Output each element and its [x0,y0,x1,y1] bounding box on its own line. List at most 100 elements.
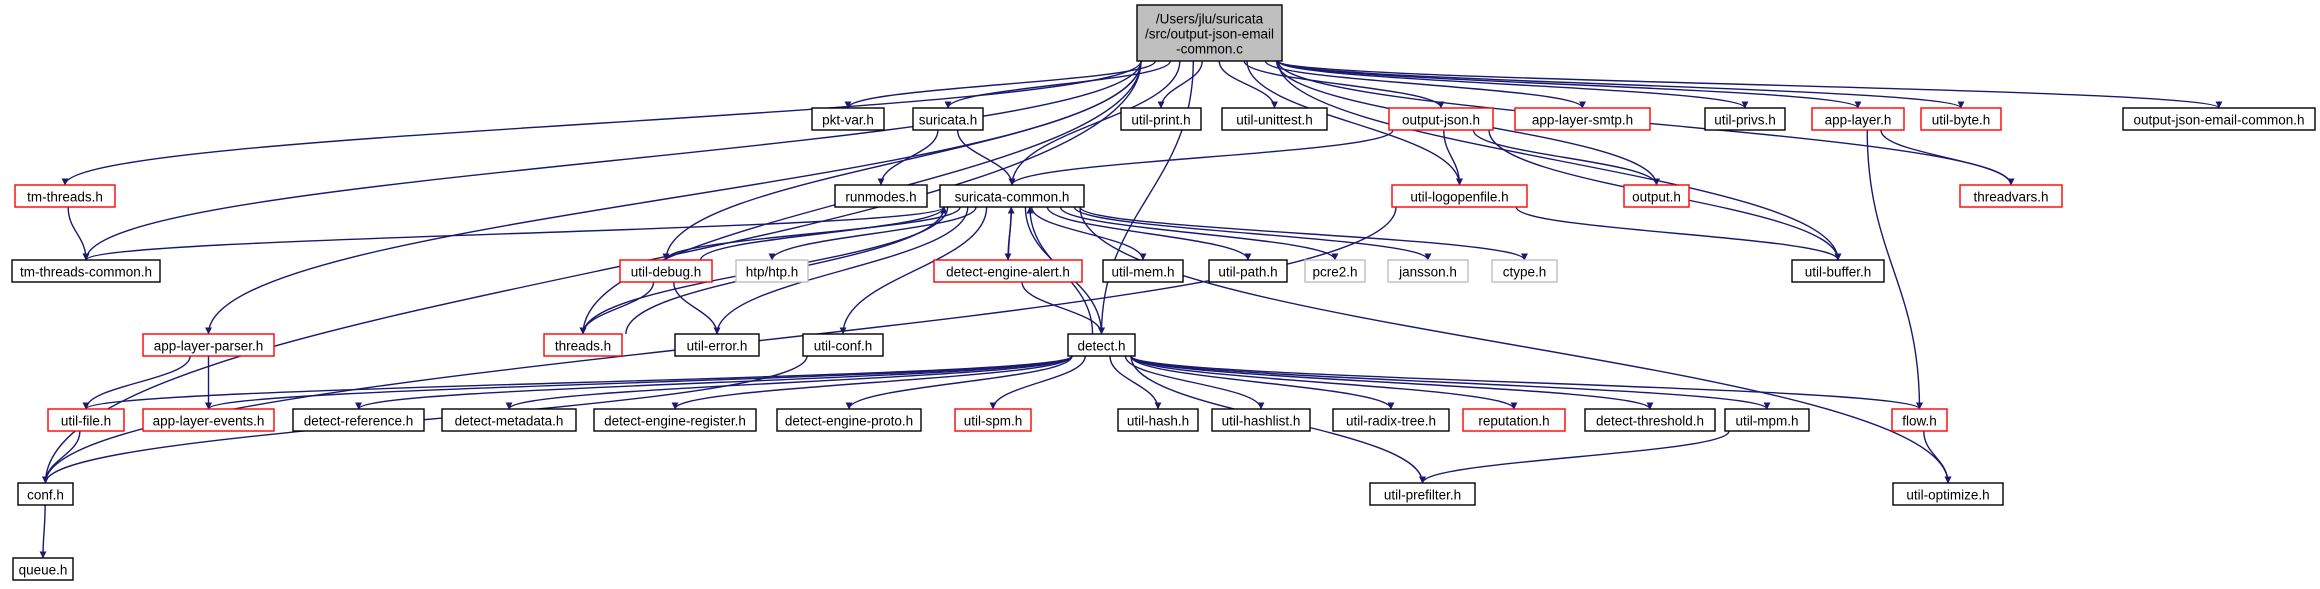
node-detect-engine-alert[interactable]: detect-engine-alert.h [933,259,1083,283]
node-box [912,107,984,131]
edge-root-to-output-json-email-common [1277,60,2223,109]
node-box [1704,107,1786,131]
node-label: util-print.h [1131,113,1190,128]
node-queue[interactable]: queue.h [12,557,74,581]
node-label: util-conf.h [814,339,873,354]
node-box [47,408,125,432]
node-util-mpm[interactable]: util-mpm.h [1724,408,1810,432]
node-app-layer-parser[interactable]: app-layer-parser.h [142,333,275,357]
edge-suricata-common-to-tm-threads-common [82,206,945,261]
node-threads[interactable]: threads.h [543,333,623,357]
node-runmodes[interactable]: runmodes.h [834,184,928,208]
edge-tm-threads-to-tm-threads-common [67,206,90,261]
node-jansson[interactable]: jansson.h [1387,259,1469,283]
node-box [939,184,1085,208]
node-util-file[interactable]: util-file.h [47,408,125,432]
node-box [11,259,161,283]
node-box [674,333,760,357]
node-label: util-logopenfile.h [1410,190,1508,205]
node-label: suricata-common.h [955,190,1070,205]
node-util-logopenfile[interactable]: util-logopenfile.h [1391,184,1528,208]
edge-root-to-util-byte [1277,60,1965,109]
node-util-byte[interactable]: util-byte.h [1920,107,2002,131]
node-box [1211,408,1311,432]
nodes-layer: /Users/jlu/suricata/src/output-json-emai… [11,4,2316,581]
node-util-mem[interactable]: util-mem.h [1102,259,1184,283]
node-box [1120,107,1202,131]
node-detect-metadata[interactable]: detect-metadata.h [441,408,577,432]
node-detect[interactable]: detect.h [1067,333,1136,357]
node-flow[interactable]: flow.h [1891,408,1948,432]
node-suricata[interactable]: suricata.h [912,107,984,131]
node-label: util-prefilter.h [1384,488,1461,503]
node-box [1892,482,2004,506]
node-util-buffer[interactable]: util-buffer.h [1791,259,1885,283]
node-box [1514,107,1651,131]
node-box [1067,333,1136,357]
node-util-radix-tree[interactable]: util-radix-tree.h [1332,408,1450,432]
node-tm-threads[interactable]: tm-threads.h [14,184,116,208]
node-ctype[interactable]: ctype.h [1491,259,1558,283]
node-box [1462,408,1566,432]
node-label: /Users/jlu/suricata [1156,12,1264,27]
node-label: pkt-var.h [822,113,874,128]
node-box [954,408,1032,432]
edge-app-layer-to-flow [1866,129,1923,410]
node-label: util-error.h [687,339,748,354]
edge-output-json-to-util-logopenfile [1443,129,1463,186]
node-threadvars[interactable]: threadvars.h [1959,184,2063,208]
node-util-conf[interactable]: util-conf.h [802,333,884,357]
node-util-error[interactable]: util-error.h [674,333,760,357]
node-detect-engine-proto[interactable]: detect-engine-proto.h [776,408,922,432]
node-box [1811,107,1905,131]
node-app-layer[interactable]: app-layer.h [1811,107,1905,131]
node-detect-engine-register[interactable]: detect-engine-register.h [593,408,757,432]
edge-root-to-detect [1098,60,1194,335]
node-box [1369,482,1476,506]
node-util-print[interactable]: util-print.h [1120,107,1202,131]
node-detect-threshold[interactable]: detect-threshold.h [1584,408,1716,432]
node-util-unittest[interactable]: util-unittest.h [1221,107,1328,131]
node-reputation[interactable]: reputation.h [1462,408,1566,432]
node-output-json-email-common[interactable]: output-json-email-common.h [2122,107,2316,131]
node-output[interactable]: output.h [1623,184,1690,208]
node-box [1623,184,1690,208]
node-detect-reference[interactable]: detect-reference.h [292,408,425,432]
node-label: util-privs.h [1714,113,1776,128]
node-util-hash[interactable]: util-hash.h [1117,408,1199,432]
edge-app-layer-parser-to-util-file [82,355,191,410]
node-util-hashlist[interactable]: util-hashlist.h [1211,408,1311,432]
node-util-spm[interactable]: util-spm.h [954,408,1032,432]
node-box [1304,259,1366,283]
node-label: util-optimize.h [1906,488,1989,503]
node-label: detect.h [1077,339,1125,354]
node-tm-threads-common[interactable]: tm-threads-common.h [11,259,161,283]
node-box [1332,408,1450,432]
node-label: output-json.h [1402,113,1480,128]
node-suricata-common[interactable]: suricata-common.h [939,184,1085,208]
node-label: util-spm.h [964,414,1023,429]
node-output-json[interactable]: output-json.h [1388,107,1494,131]
node-box [543,333,623,357]
node-app-layer-events[interactable]: app-layer-events.h [142,408,275,432]
node-label: app-layer.h [1825,113,1892,128]
node-pcre2[interactable]: pcre2.h [1304,259,1366,283]
node-util-privs[interactable]: util-privs.h [1704,107,1786,131]
node-htp[interactable]: htp/htp.h [735,259,809,283]
node-label: pcre2.h [1312,265,1357,280]
edge-detect-to-util-hashlist [1124,355,1265,410]
node-box [802,333,884,357]
node-box [1387,259,1469,283]
node-label: jansson.h [1398,265,1457,280]
node-pkt-var[interactable]: pkt-var.h [811,107,885,131]
node-app-layer-smtp[interactable]: app-layer-smtp.h [1514,107,1651,131]
node-label: -common.c [1176,42,1243,57]
edge-root-to-util-buffer [1277,60,1842,261]
node-util-debug[interactable]: util-debug.h [619,259,713,283]
node-util-prefilter[interactable]: util-prefilter.h [1369,482,1476,506]
node-util-optimize[interactable]: util-optimize.h [1892,482,2004,506]
node-label: detect-engine-register.h [604,414,746,429]
node-conf[interactable]: conf.h [17,482,74,506]
edge-detect-to-detect-metadata [505,355,1073,410]
node-util-path[interactable]: util-path.h [1208,259,1288,283]
